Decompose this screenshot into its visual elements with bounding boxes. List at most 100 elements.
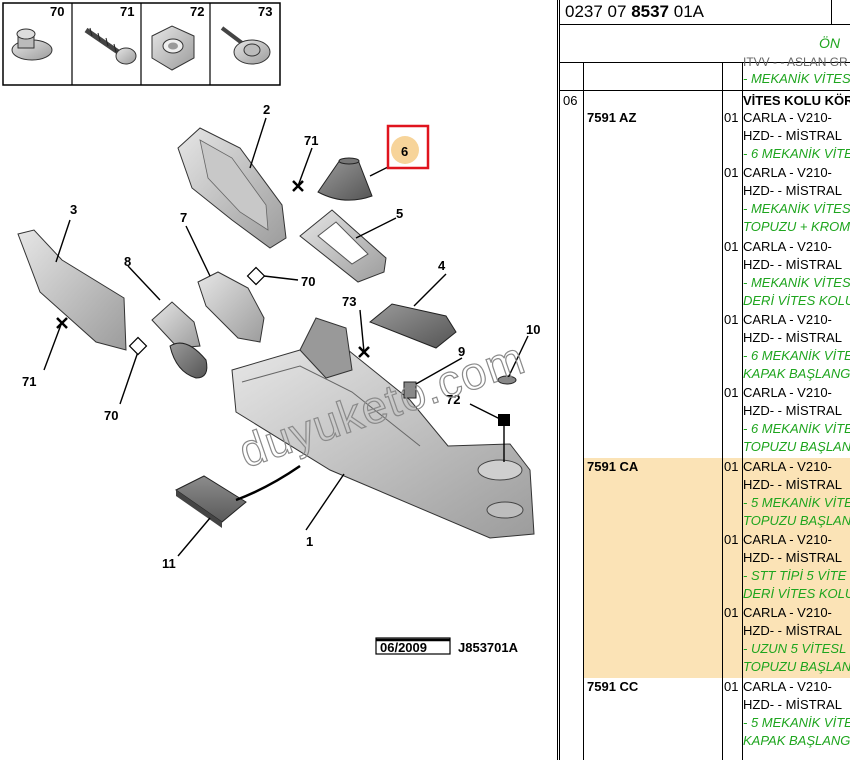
part-9-clip xyxy=(403,381,417,399)
callout-10: 10 xyxy=(526,322,540,337)
callout-labels: 2 71 6 3 7 5 8 70 4 71 73 70 9 10 72 1 1… xyxy=(22,102,540,571)
desc-line: - UZUN 5 VİTESL xyxy=(743,641,847,656)
callout-5: 5 xyxy=(396,206,403,221)
qty: 01 xyxy=(724,239,739,254)
desc-line: TOPUZU BAŞLAN xyxy=(743,513,850,528)
desc-line: - 6 MEKANİK VİTE xyxy=(743,348,850,363)
desc-line: HZD- - MİSTRAL xyxy=(743,403,842,418)
fastener-number: 70 xyxy=(50,4,64,19)
callout-11: 11 xyxy=(162,556,176,571)
fastener-legend: 70 71 72 73 xyxy=(2,2,281,86)
desc-line: - MEKANİK VİTES xyxy=(743,201,850,216)
catalog-code: 0237 07 8537 01A xyxy=(565,2,704,21)
qty: 01 xyxy=(724,385,739,400)
clip-markers xyxy=(128,266,266,356)
desc-line: - MEKANİK VİTES xyxy=(743,275,850,290)
qty: 01 xyxy=(724,679,739,694)
desc-line: CARLA - V210- xyxy=(743,110,832,125)
callout-71: 71 xyxy=(22,374,36,389)
callout-70: 70 xyxy=(104,408,118,423)
fastener-73-washer-screw-icon xyxy=(220,26,271,65)
desc-line: - 6 MEKANİK VİTE xyxy=(743,421,850,436)
part-4-cover xyxy=(369,303,457,349)
desc-line: HZD- - MİSTRAL xyxy=(743,697,842,712)
part-5-shifter-bezel xyxy=(299,209,387,283)
desc-line: HZD- - MİSTRAL xyxy=(743,330,842,345)
desc-line: HZD- - MİSTRAL xyxy=(743,477,842,492)
desc-line: HZD- - MİSTRAL xyxy=(743,128,842,143)
callout-7: 7 xyxy=(180,210,187,225)
exploded-parts-diagram: 70 71 72 73 xyxy=(2,2,540,655)
fastener-70-clip-icon xyxy=(11,28,53,61)
desc-line: - 5 MEKANİK VİTE xyxy=(743,495,850,510)
fastener-71-screw-icon xyxy=(84,27,137,65)
fastener-number: 71 xyxy=(120,4,134,19)
desc-line: CARLA - V210- xyxy=(743,605,832,620)
desc-line: CARLA - V210- xyxy=(743,459,832,474)
parts-table: 0237 07 8537 01A ÖN ITVV - - ASLAN GR - … xyxy=(557,0,850,760)
part-6-gear-boot xyxy=(317,157,373,201)
desc-line: - STT TİPİ 5 VİTE xyxy=(743,568,847,583)
desc-line: HZD- - MİSTRAL xyxy=(743,550,842,565)
callout-2: 2 xyxy=(263,102,270,117)
part-11-tray xyxy=(175,464,301,528)
leader-lines xyxy=(43,117,529,557)
qty: 01 xyxy=(724,110,739,125)
desc-line: DERİ VİTES KOLU xyxy=(743,293,850,308)
part-1-center-console xyxy=(231,317,535,539)
callout-72: 72 xyxy=(446,392,460,407)
desc-line: CARLA - V210- xyxy=(743,312,832,327)
qty: 01 xyxy=(724,312,739,327)
section-number: 06 xyxy=(563,93,578,108)
desc-line: CARLA - V210- xyxy=(743,532,832,547)
part-8-air-duct xyxy=(151,301,208,379)
desc-line: HZD- - MİSTRAL xyxy=(743,183,842,198)
qty: 01 xyxy=(724,532,739,547)
callout-8: 8 xyxy=(124,254,131,269)
cut-row: - MEKANİK VİTES xyxy=(743,71,850,86)
desc-line: KAPAK BAŞLANG xyxy=(743,733,850,748)
desc-line: TOPUZU BAŞLAN xyxy=(743,659,850,674)
desc-line: CARLA - V210- xyxy=(743,385,832,400)
callout-1: 1 xyxy=(306,534,313,549)
cut-row: ITVV - - ASLAN GR xyxy=(743,55,848,69)
drawing-code: J853701A xyxy=(458,640,519,655)
desc-line: CARLA - V210- xyxy=(743,165,832,180)
highlighted-group-band xyxy=(583,458,850,678)
fastener-number: 72 xyxy=(190,4,204,19)
screw-markers xyxy=(56,180,370,358)
desc-line: DERİ VİTES KOLU xyxy=(743,586,850,601)
part-3-left-panel xyxy=(17,229,127,351)
callout-6: 6 xyxy=(401,144,408,159)
qty: 01 xyxy=(724,165,739,180)
part-number: 7591 CC xyxy=(587,679,639,694)
desc-line: KAPAK BAŞLANG xyxy=(743,366,850,381)
qty: 01 xyxy=(724,605,739,620)
callout-9: 9 xyxy=(458,344,465,359)
nut-marker xyxy=(498,414,510,426)
section-title: VİTES KOLU KÖR xyxy=(743,93,850,108)
callout-70: 70 xyxy=(301,274,315,289)
part-7-duct xyxy=(197,271,265,343)
desc-line: - 6 MEKANİK VİTE xyxy=(743,146,850,161)
qty: 01 xyxy=(724,459,739,474)
desc-line: HZD- - MİSTRAL xyxy=(743,257,842,272)
part-2-side-panel xyxy=(177,127,287,249)
callout-4: 4 xyxy=(438,258,446,273)
highlighted-part-marker xyxy=(386,124,430,170)
part-number: 7591 AZ xyxy=(587,110,637,125)
part-10-plug xyxy=(497,375,517,385)
desc-line: TOPUZU BAŞLAN xyxy=(743,439,850,454)
desc-line: CARLA - V210- xyxy=(743,239,832,254)
drawing-reference: 06/2009 J853701A xyxy=(375,637,519,655)
desc-line: CARLA - V210- xyxy=(743,679,832,694)
fastener-72-nut-icon xyxy=(151,25,195,71)
callout-73: 73 xyxy=(342,294,356,309)
part-number: 7591 CA xyxy=(587,459,639,474)
top-right-label: ÖN xyxy=(819,35,840,51)
fastener-number: 73 xyxy=(258,4,272,19)
date-box: 06/2009 xyxy=(380,640,427,655)
desc-line: HZD- - MİSTRAL xyxy=(743,623,842,638)
desc-line: - 5 MEKANİK VİTE xyxy=(743,715,850,730)
desc-line: TOPUZU + KROM xyxy=(743,219,850,234)
